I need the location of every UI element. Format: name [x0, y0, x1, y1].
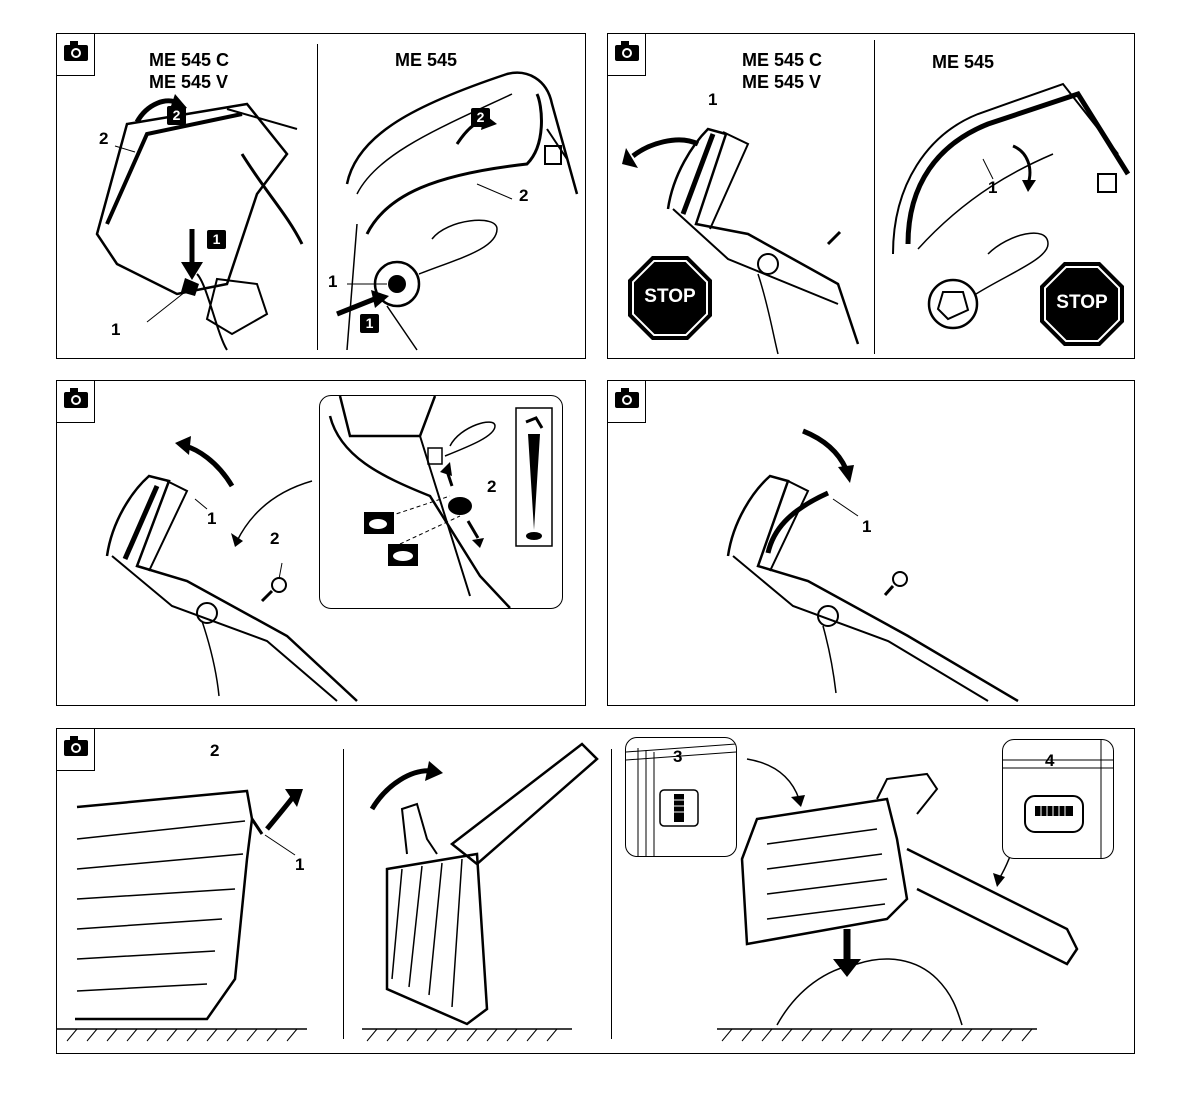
figure-panel-4: 1 — [607, 380, 1135, 706]
callout-number: 3 — [673, 747, 682, 767]
figure-panel-5: 2 1 3 4 — [56, 728, 1135, 1054]
grass-catcher-illustration — [57, 729, 1136, 1055]
handle-illustration — [608, 381, 1136, 707]
handle-illustration-right — [57, 34, 587, 360]
callout-number: 2 — [487, 477, 496, 497]
figure-panel-2: ME 545 C ME 545 V ME 545 1 STOP 1 STOP — [607, 33, 1135, 359]
stop-sign-text: STOP — [1038, 292, 1126, 314]
callout-number: 1 — [328, 272, 337, 292]
callout-number: 2 — [270, 529, 279, 549]
callout-number: 2 — [519, 186, 528, 206]
stop-sign-icon: STOP — [1038, 260, 1126, 348]
callout-number: 2 — [210, 741, 219, 761]
step-number-badge: 1 — [360, 314, 379, 333]
figure-panel-1: ME 545 C ME 545 V ME 545 2 2 1 1 — [56, 33, 586, 359]
step-number-badge: 2 — [471, 108, 490, 127]
speed-control-inset — [319, 395, 563, 609]
callout-number: 4 — [1045, 751, 1054, 771]
callout-number: 1 — [295, 855, 304, 875]
callout-number: 1 — [207, 509, 216, 529]
callout-number: 1 — [988, 178, 997, 198]
figure-panel-3: 1 2 2 — [56, 380, 586, 706]
latch-inset-right — [1002, 739, 1114, 859]
callout-number: 1 — [862, 517, 871, 537]
